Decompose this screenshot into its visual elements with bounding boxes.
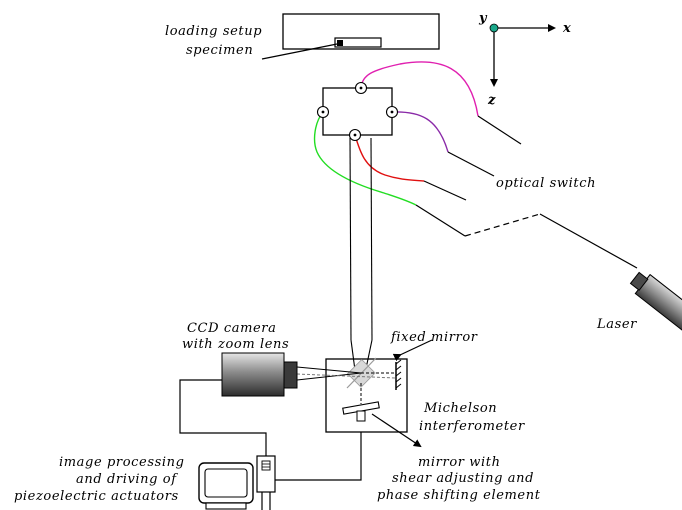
ccd-camera-label-line2: with zoom lens xyxy=(182,337,289,352)
loading-setup: loading setup specimen xyxy=(165,13,440,60)
laser-fiber xyxy=(539,213,638,269)
beam-right-1 xyxy=(370,137,373,341)
computer-tower xyxy=(256,455,276,493)
michelson-label-line1: Michelson xyxy=(423,401,497,416)
connector-bottom-dot xyxy=(353,133,357,137)
michelson-label-line2: interferometer xyxy=(419,419,525,434)
coordinate-axes: x y z xyxy=(478,11,571,108)
x-axis-label: x xyxy=(562,21,571,36)
laser: Laser xyxy=(596,271,682,333)
specimen-label: specimen xyxy=(186,43,253,58)
interferometer-cable xyxy=(275,432,362,481)
shear-mirror-pointer xyxy=(371,413,422,448)
shear-mirror xyxy=(342,383,380,422)
fiber-frame-rect xyxy=(322,87,393,136)
fixed-mirror-label: fixed mirror xyxy=(390,330,478,345)
loading-setup-label: loading setup xyxy=(165,24,262,39)
optical-switch-label: optical switch xyxy=(496,176,596,191)
camera-body xyxy=(221,352,285,397)
beam-to-camera-2 xyxy=(296,372,362,381)
beam-left-1 xyxy=(349,137,352,341)
camera-cable xyxy=(179,379,267,456)
image-processing-label-line2: and driving of xyxy=(76,472,178,487)
specimen xyxy=(334,37,382,48)
switch-to-laser-dashed xyxy=(464,213,541,237)
fiber-magenta-tail xyxy=(477,115,522,145)
mirror-with-label-line3: phase shifting element xyxy=(377,488,541,503)
fiber-red-tail xyxy=(423,180,467,201)
ccd-camera-label-line1: CCD camera xyxy=(187,321,276,336)
loading-setup-frame xyxy=(282,13,440,50)
computer-base xyxy=(205,502,247,510)
computer xyxy=(198,455,276,510)
fiber-purple xyxy=(391,111,449,153)
connector-right-dot xyxy=(390,110,394,114)
camera-lens xyxy=(283,361,298,389)
fiber-connectors xyxy=(316,81,399,142)
specimen-pointer xyxy=(261,43,338,60)
object-beams xyxy=(349,137,373,379)
laser-label: Laser xyxy=(596,317,637,332)
fiber-green xyxy=(313,111,417,206)
axis-origin xyxy=(489,23,499,33)
y-axis-label: y xyxy=(478,11,488,26)
z-axis-label: z xyxy=(487,93,496,108)
image-processing-label-line1: image processing xyxy=(59,455,185,470)
fiber-green-tail xyxy=(415,204,466,237)
optical-fibers xyxy=(313,61,638,269)
connector-left-dot xyxy=(321,110,325,114)
beam-to-camera-dashed xyxy=(296,373,396,379)
computer-screen xyxy=(204,468,248,498)
fixed-mirror-pointer xyxy=(392,339,433,362)
specimen-hatch xyxy=(337,40,343,46)
interferometer-box xyxy=(325,358,408,433)
imaging-beams xyxy=(296,366,396,381)
mirror-with-label-line2: shear adjusting and xyxy=(392,471,534,486)
connector-top-dot xyxy=(359,86,363,90)
fiber-frame xyxy=(322,87,393,136)
beam-to-camera-1 xyxy=(296,366,362,374)
mirror-with-label-line1: mirror with xyxy=(418,455,501,470)
computer-drive xyxy=(261,460,271,471)
fiber-magenta xyxy=(360,61,479,117)
fiber-purple-tail xyxy=(447,151,495,177)
image-processing-label-line3: piezoelectric actuators xyxy=(14,489,179,504)
michelson-interferometer xyxy=(325,339,433,448)
ccd-camera: CCD camera with zoom lens xyxy=(182,321,298,397)
fixed-mirror xyxy=(395,359,402,390)
fiber-red xyxy=(354,134,425,182)
laser-head xyxy=(629,271,649,291)
